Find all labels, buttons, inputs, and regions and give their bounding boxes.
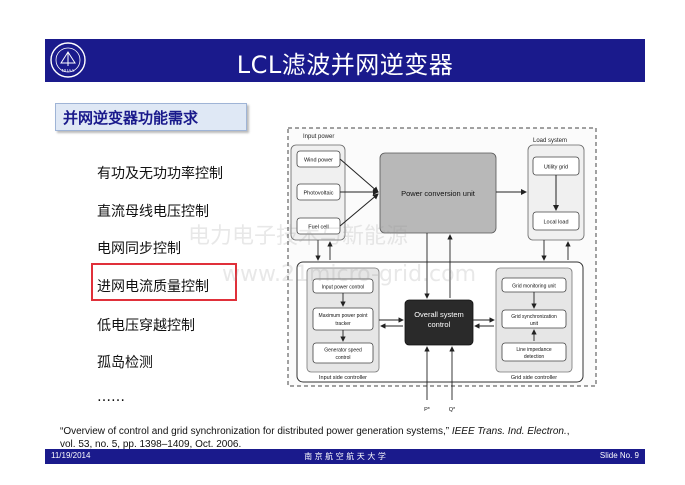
footer-date: 11/19/2014 [51,451,91,460]
bullet-islanding: 孤岛检测 [97,355,153,371]
footer-bar: 11/19/2014 南 京 航 空 航 天 大 学 Slide No. 9 [45,449,645,464]
line-imp-label-1: Line impedance [516,347,552,353]
bullet-ellipsis: …… [97,389,125,405]
title-bar: LCL滤波并网逆变器 [45,39,645,82]
grid-sync-label-2: unit [530,321,539,327]
grid-monitoring-unit-label: Grid monitoring unit [512,284,556,290]
wind-power-label: Wind power [304,158,333,164]
generator-speed-control-box [312,342,374,364]
section-heading: 并网逆变器功能需求 [63,109,199,127]
bullet-grid-sync: 电网同步控制 [97,241,181,257]
bullet-lvrt: 低电压穿越控制 [97,318,195,334]
bullet-active-reactive-power: 有功及无功功率控制 [97,166,223,182]
q-ref-label: Q* [449,407,456,413]
control-signal-arrows [315,233,571,400]
input-power-label: Input power [303,134,334,140]
slide-title: LCL滤波并网逆变器 [236,51,454,79]
reference-journal: IEEE Trans. Ind. Electron. [451,426,567,437]
mppt-label-1: Maximum power point [319,313,369,319]
overall-system-control-box [404,299,474,346]
footer-slide-number: Slide No. 9 [599,451,639,460]
photovoltaic-label: Photovoltaic [304,191,334,197]
section-heading-box: 并网逆变器功能需求 [55,103,247,131]
grid-sync-unit-box [501,309,567,329]
nuaa-logo-icon: NUAA [50,42,86,78]
power-conversion-unit-label: Power conversion unit [401,189,476,198]
logo-text: NUAA [62,68,75,73]
reference-comma: , [566,426,570,437]
reference-title: “Overview of control and grid synchroniz… [60,426,452,437]
footer-university: 南 京 航 空 航 天 大 学 [304,452,386,461]
local-load-label: Local load [543,220,568,226]
reference-details: vol. 53, no. 5, pp. 1398–1409, Oct. 2006… [60,439,242,450]
power-conversion-unit-box [379,152,497,234]
gen-speed-label-1: Generator speed [324,348,362,354]
local-load-box [532,211,580,231]
grid-sync-label-1: Grid synchronization [511,314,557,320]
fuel-cell-label: Fuel cell [308,225,328,231]
input-side-controller-label: Input side controller [319,375,367,381]
bullet-grid-current-quality: 进网电流质量控制 [97,279,209,295]
mppt-label-2: tracker [335,321,351,327]
highlight-box [91,263,237,301]
line-imp-label-2: detection [524,354,545,360]
reference-citation: “Overview of control and grid synchroniz… [60,425,645,451]
p-ref-label: P* [424,407,431,413]
overall-control-label-2: control [428,320,451,329]
line-impedance-detection-box [501,342,567,362]
gen-speed-label-2: control [335,355,350,361]
overall-control-label-1: Overall system [414,310,464,319]
bullet-dc-bus-voltage: 直流母线电压控制 [97,204,209,220]
power-flow-arrows [339,158,559,227]
grid-side-controller-label: Grid side controller [511,375,557,381]
utility-grid-label: Utility grid [544,165,568,171]
load-system-label: Load system [533,138,567,144]
input-power-control-label: Input power control [322,285,365,291]
